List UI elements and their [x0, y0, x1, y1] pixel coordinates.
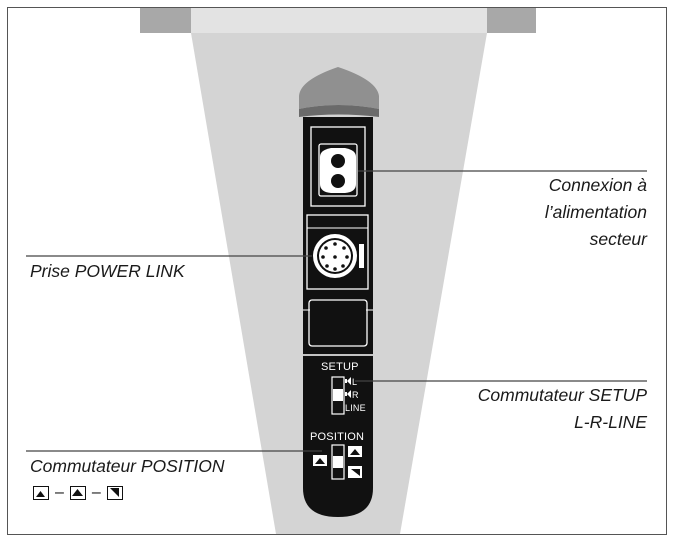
power-link-pins: [321, 242, 349, 271]
setup-l-speaker-icon: [347, 377, 351, 385]
mains-label-line-1: Connexion à: [548, 175, 647, 195]
top-cap: [299, 67, 379, 109]
position-dash-1: –: [55, 484, 64, 501]
position-label: Commutateur POSITION: [30, 456, 225, 476]
top-cap-shadow: [299, 105, 379, 117]
setup-line-label: LINE: [345, 403, 366, 413]
power-link-label: Prise POWER LINK: [30, 261, 185, 281]
blank-module: [308, 299, 368, 347]
setup-r-label: R: [352, 390, 359, 400]
position-wall-icon: [33, 486, 49, 500]
position-panel-title: POSITION: [310, 431, 365, 443]
mains-socket-hole-2: [331, 174, 345, 188]
mains-label-line-3: secteur: [589, 229, 647, 249]
position-switch-slider: [333, 456, 343, 468]
wall-bracket: [140, 8, 536, 33]
position-dash-2: –: [91, 484, 101, 501]
setup-label-line-1: Commutateur SETUP: [477, 385, 647, 405]
setup-label: Commutateur SETUP L-R-LINE: [420, 382, 647, 436]
position-table-icon: [69, 486, 86, 500]
position-corner-icon: [106, 486, 123, 500]
setup-l-label: L: [352, 377, 358, 387]
mains-label-line-2: l’alimentation: [544, 202, 647, 222]
setup-panel-title: SETUP: [321, 361, 359, 373]
setup-label-line-2: L-R-LINE: [574, 412, 647, 432]
power-link-latch: [359, 244, 364, 268]
mains-label: Connexion à l’alimentation secteur: [440, 172, 647, 253]
wall-bracket-left: [140, 8, 191, 33]
position-options-row: – –: [33, 484, 123, 502]
setup-switch-slider: [333, 389, 343, 401]
wall-bracket-right: [487, 8, 536, 33]
setup-r-speaker-icon: [347, 390, 351, 398]
diagram-frame: [7, 7, 667, 535]
mains-socket-hole-1: [331, 154, 345, 168]
mains-socket-icon: [320, 148, 356, 193]
